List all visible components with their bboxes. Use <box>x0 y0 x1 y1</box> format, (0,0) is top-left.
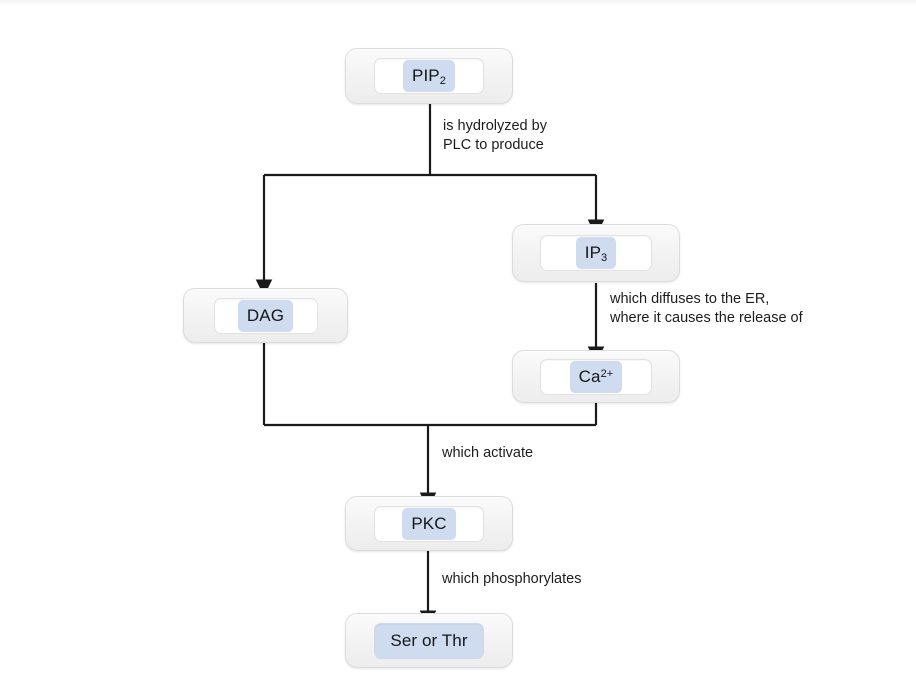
node-pkc-inner: PKC <box>374 505 484 542</box>
node-pip2-label: PIP2 <box>403 60 455 92</box>
node-ca-inner: Ca2+ <box>540 358 652 395</box>
node-ip3[interactable]: IP3 <box>512 224 680 282</box>
node-ca[interactable]: Ca2+ <box>512 350 680 403</box>
top-edge-strip <box>0 0 916 6</box>
edge-label-diffuses: which diffuses to the ER, where it cause… <box>610 290 803 328</box>
node-pip2[interactable]: PIP2 <box>345 48 513 104</box>
node-pkc-label: PKC <box>402 507 456 540</box>
edge-label-hydrolyzed-line1: is hydrolyzed by <box>443 118 547 134</box>
node-ser-or-thr-inner: Ser or Thr <box>374 622 484 659</box>
node-ip3-label: IP3 <box>575 237 617 269</box>
node-ser-or-thr[interactable]: Ser or Thr <box>345 613 513 668</box>
node-dag[interactable]: DAG <box>183 288 348 343</box>
node-dag-inner: DAG <box>213 297 318 334</box>
node-dag-label: DAG <box>237 299 294 332</box>
edge-label-diffuses-line2: where it causes the release of <box>610 310 803 326</box>
node-ser-or-thr-label: Ser or Thr <box>390 630 468 650</box>
node-ca-label: Ca2+ <box>569 360 623 393</box>
edge-label-diffuses-line1: which diffuses to the ER, <box>610 291 770 307</box>
edge-label-hydrolyzed: is hydrolyzed by PLC to produce <box>443 117 547 155</box>
node-pkc[interactable]: PKC <box>345 496 513 551</box>
edge-label-activate: which activate <box>442 445 534 461</box>
node-pip2-inner: PIP2 <box>374 58 484 94</box>
node-ip3-inner: IP3 <box>540 235 652 271</box>
edge-label-hydrolyzed-line2: PLC to produce <box>443 137 544 153</box>
edge-label-phosphorylates: which phosphorylates <box>442 571 582 587</box>
